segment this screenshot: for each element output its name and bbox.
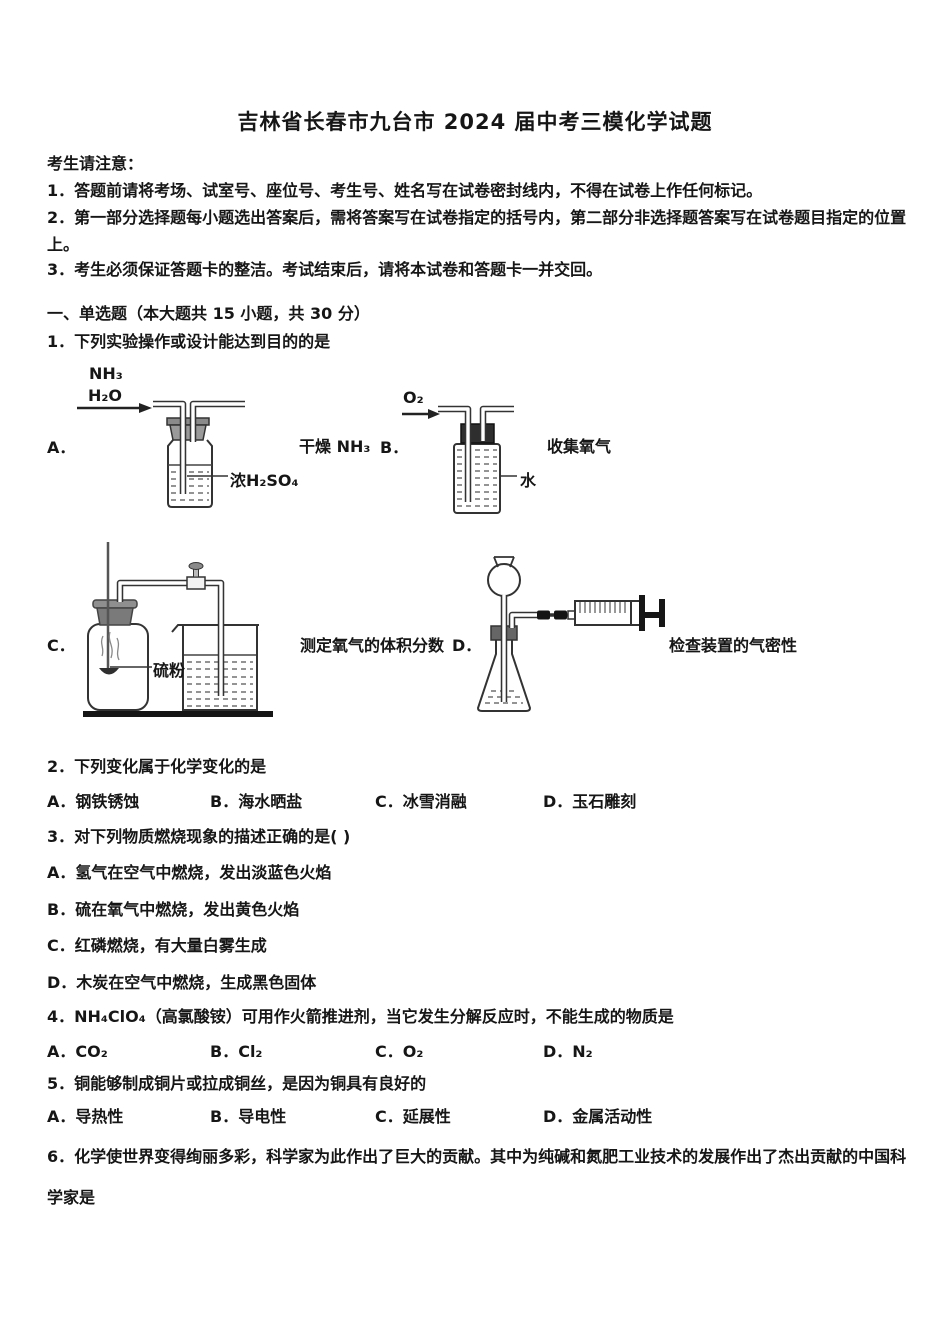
question-1-text: 1．下列实验操作或设计能达到目的的是 — [47, 332, 331, 351]
question-2-options: A．钢铁锈蚀 B．海水晒盐 C．冰雪消融 D．玉石雕刻 — [47, 788, 919, 812]
option-a-caption: 干燥 NH₃ — [299, 437, 371, 456]
apparatus-drawing-ab — [77, 400, 517, 514]
question-5-text: 5．铜能够制成铜片或拉成铜丝，是因为铜具有良好的 — [47, 1074, 427, 1093]
q2-option-b: B．海水晒盐 — [210, 792, 303, 811]
gas-label-o2: O₂ — [403, 388, 424, 407]
q2-option-d: D．玉石雕刻 — [543, 792, 637, 811]
option-c-caption: 测定氧气的体积分数 — [300, 636, 445, 655]
q1-diagram-row-cd: C． 硫粉 测定氧气的体积分数 D． 检查装置的气密性 — [47, 540, 919, 722]
question-5-options: A．导热性 B．导电性 C．延展性 D．金属活动性 — [47, 1103, 919, 1127]
notice-item-3: 3．考生必须保证答题卡的整洁。考试结束后，请将本试卷和答题卡一并交回。 — [47, 260, 603, 279]
q3-option-c: C．红磷燃烧，有大量白雾生成 — [47, 936, 267, 955]
q4-option-b: B．Cl₂ — [210, 1042, 263, 1061]
q1-diagram-row-ab: NH₃ H₂O A． 浓H₂SO₄ 干燥 NH₃ B． O₂ 水 收集氧气 — [47, 362, 919, 522]
gas-label-h2o: H₂O — [88, 386, 122, 405]
syringe-plunger-icon — [639, 595, 645, 631]
question-4-text: 4．NH₄ClO₄（高氯酸铵）可用作火箭推进剂，当它发生分解反应时，不能生成的物… — [47, 1007, 674, 1026]
option-b-letter: B． — [380, 438, 409, 457]
gas-label-nh3: NH₃ — [89, 364, 123, 383]
option-b-caption: 收集氧气 — [547, 437, 612, 456]
q2-option-a: A．钢铁锈蚀 — [47, 792, 140, 811]
question-3-text: 3．对下列物质燃烧现象的描述正确的是( ) — [47, 827, 351, 846]
q5-option-c: C．延展性 — [375, 1107, 451, 1126]
solid-label-sulfur: 硫粉 — [153, 661, 186, 680]
question-4-options: A．CO₂ B．Cl₂ C．O₂ D．N₂ — [47, 1038, 919, 1062]
option-d-letter: D． — [452, 636, 482, 655]
q5-option-a: A．导热性 — [47, 1107, 124, 1126]
question-6-text: 6．化学使世界变得绚丽多彩，科学家为此作出了巨大的贡献。其中为纯碱和氮肥工业技术… — [47, 1147, 907, 1207]
q3-option-d: D．木炭在空气中燃烧，生成黑色固体 — [47, 973, 317, 992]
q4-option-d: D．N₂ — [543, 1042, 593, 1061]
q5-option-d: D．金属活动性 — [543, 1107, 653, 1126]
notice-item-2: 2．第一部分选择题每小题选出答案后，需将答案写在试卷指定的括号内，第二部分非选择… — [47, 208, 907, 254]
option-d-caption: 检查装置的气密性 — [669, 636, 798, 655]
page-title: 吉林省长春市九台市 2024 届中考三模化学试题 — [237, 110, 713, 134]
q4-option-a: A．CO₂ — [47, 1042, 108, 1061]
section-heading: 一、单选题（本大题共 15 小题，共 30 分） — [47, 304, 370, 323]
question-2-text: 2．下列变化属于化学变化的是 — [47, 757, 267, 776]
option-a-letter: A． — [47, 438, 76, 457]
notice-item-1: 1．答题前请将考场、试室号、座位号、考生号、姓名写在试卷密封线内，不得在试卷上作… — [47, 181, 763, 200]
liquid-label-water: 水 — [520, 471, 537, 490]
option-c-letter: C． — [47, 636, 75, 655]
q5-option-b: B．导电性 — [210, 1107, 287, 1126]
q4-option-c: C．O₂ — [375, 1042, 424, 1061]
liquid-label-h2so4: 浓H₂SO₄ — [230, 471, 299, 490]
notice-heading: 考生请注意： — [47, 154, 144, 173]
rubber-connector-icon — [537, 610, 550, 620]
q2-option-c: C．冰雪消融 — [375, 792, 467, 811]
q3-option-b: B．硫在氧气中燃烧，发出黄色火焰 — [47, 900, 300, 919]
apparatus-drawing-cd — [83, 542, 665, 717]
q3-option-a: A．氢气在空气中燃烧，发出淡蓝色火焰 — [47, 863, 332, 882]
